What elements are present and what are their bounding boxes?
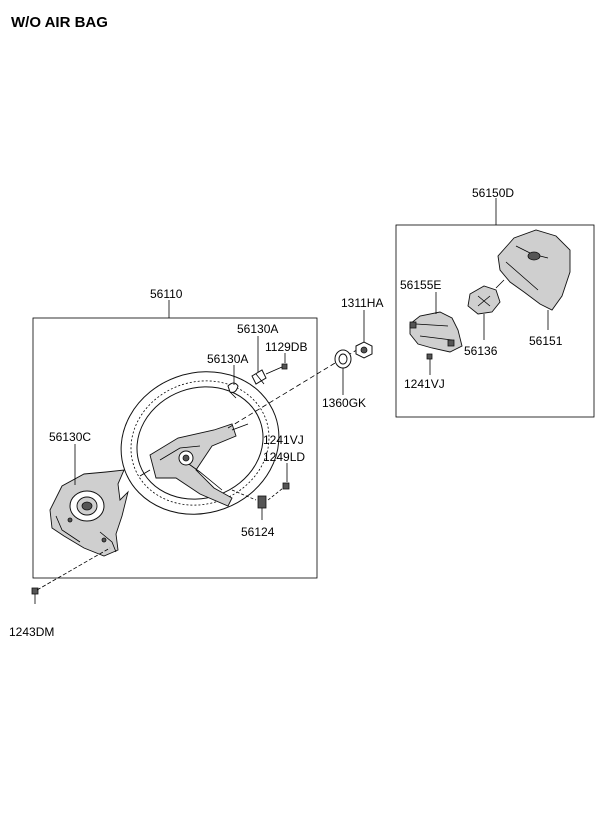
bracket-56155e-part (409, 311, 463, 353)
screw-1129db-part (265, 363, 288, 375)
steering-wheel-part (120, 371, 280, 515)
bolt-1241vj-left-part (267, 482, 290, 501)
bolt-1241vj-right-part (426, 353, 433, 360)
callout-1360GK: 1360GK (322, 396, 366, 410)
bracket-56124-part (257, 495, 267, 520)
callout-56130A-lower: 56130A (207, 352, 248, 366)
washer-1360gk-part (334, 349, 352, 369)
callout-56150D: 56150D (472, 186, 514, 200)
callout-1249LD: 1249LD (263, 450, 305, 464)
nut-1311ha-part (355, 341, 373, 359)
spring-56130a-lower-part (227, 382, 239, 399)
callout-1241VJ-left: 1241VJ (263, 433, 304, 447)
callout-56110: 56110 (150, 287, 183, 301)
spring-56130a-upper-part (251, 369, 267, 385)
horn-plate-56136-part (467, 285, 501, 315)
screw-1243dm-part (31, 587, 39, 604)
steering-wheel-assembly-box (32, 317, 318, 579)
callout-56130A-upper: 56130A (237, 322, 278, 336)
callout-1241VJ-right: 1241VJ (404, 377, 445, 391)
callout-1311HA: 1311HA (341, 296, 383, 310)
diagram-title: W/O AIR BAG (11, 14, 108, 31)
callout-56155E: 56155E (400, 278, 441, 292)
callout-56151: 56151 (529, 334, 563, 348)
pad-assembly-box (395, 224, 595, 418)
pad-cover-56151-part (497, 229, 571, 311)
callout-56130C: 56130C (49, 430, 91, 444)
callout-56124: 56124 (241, 525, 275, 539)
callout-1129DB: 1129DB (265, 340, 307, 354)
callout-1243DM: 1243DM (9, 625, 54, 639)
callout-56136: 56136 (464, 344, 498, 358)
horn-cover-part (49, 469, 129, 557)
